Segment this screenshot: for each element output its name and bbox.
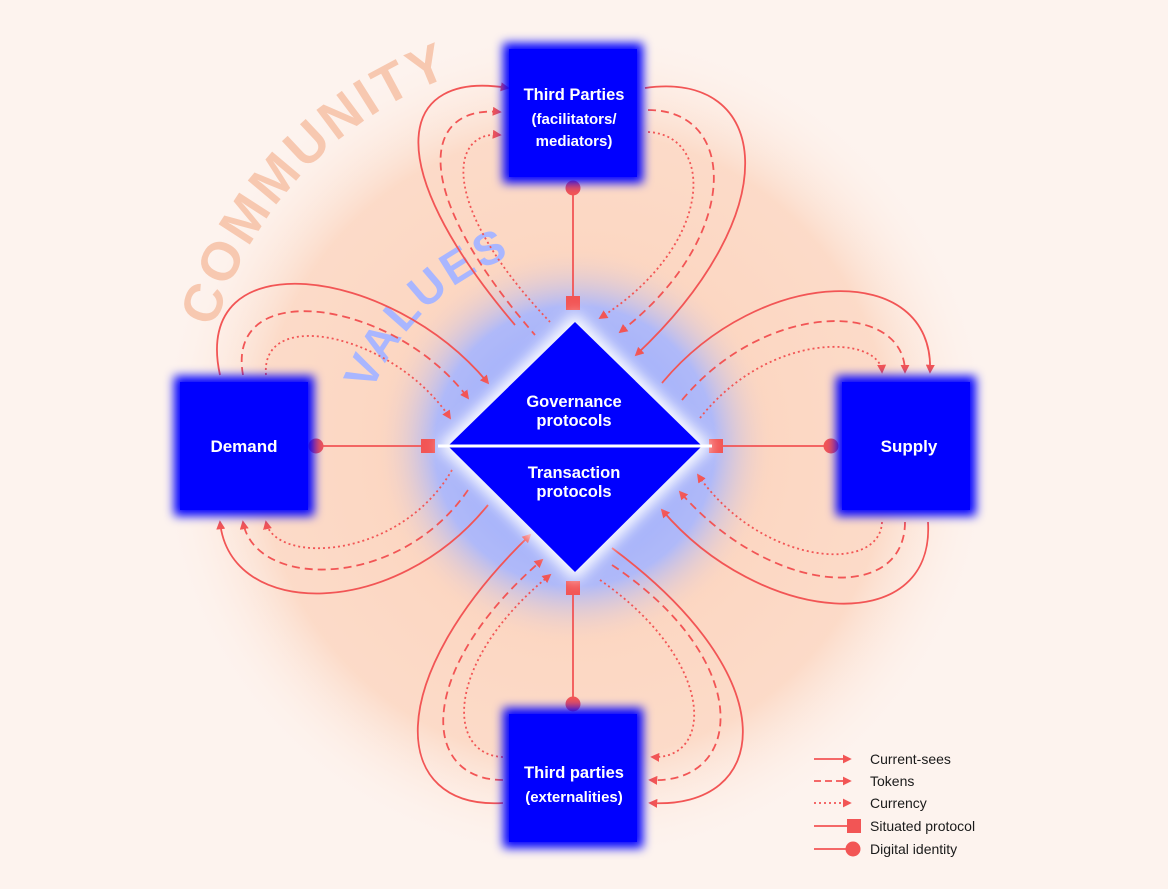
legend-digital-identity: Digital identity xyxy=(814,841,957,857)
flow-tokens-bottom-left xyxy=(442,558,544,781)
node-bottom-line2: (externalities) xyxy=(525,789,623,806)
flow-tokens-top-left xyxy=(439,106,536,336)
flow-tokens-demand xyxy=(240,310,470,400)
node-third-parties-externalities: Third parties (externalities) xyxy=(503,708,643,848)
legend-tokens: Tokens xyxy=(814,773,914,789)
situated-protocol-right xyxy=(709,439,723,453)
flow-currency-top-right xyxy=(598,131,695,319)
flow-current-sees-demand xyxy=(216,282,490,385)
digital-identity-right xyxy=(823,438,839,454)
flow-tokens-demand-return xyxy=(239,489,469,571)
flow-currency-supply-return xyxy=(696,473,883,556)
digital-identity-bottom xyxy=(565,696,581,712)
legend-current-sees-label: Current-sees xyxy=(870,751,951,767)
legend-currency-label: Currency xyxy=(870,795,927,811)
governance-protocols-line2: protocols xyxy=(536,412,611,430)
flow-current-sees-top-left xyxy=(417,82,516,326)
flow-current-sees-demand-return xyxy=(216,504,489,595)
node-supply: Supply xyxy=(836,376,976,516)
flow-tokens-top-right xyxy=(618,109,715,334)
transaction-protocols-line1: Transaction xyxy=(528,464,621,482)
flow-current-sees-bottom-left xyxy=(416,533,532,805)
flow-tokens-bottom-right xyxy=(611,564,722,785)
legend-square-icon xyxy=(847,819,861,833)
governance-protocols-line1: Governance xyxy=(526,393,621,411)
flow-current-sees-bottom-right xyxy=(611,547,744,808)
flow-current-sees-supply xyxy=(661,290,935,384)
situated-protocol-top xyxy=(566,296,580,310)
flow-currency-supply xyxy=(699,345,887,419)
flow-currency-demand-return xyxy=(263,469,453,550)
situated-protocol-left xyxy=(421,439,435,453)
node-demand: Demand xyxy=(174,376,314,516)
legend-tokens-label: Tokens xyxy=(870,773,914,789)
flow-currency-bottom-left xyxy=(463,573,552,758)
connectors xyxy=(316,188,832,703)
flow-currency-top-left xyxy=(462,129,551,323)
digital-identity-top xyxy=(565,180,581,196)
flow-currency-bottom-right xyxy=(599,579,696,762)
transaction-protocols-line2: protocols xyxy=(536,483,611,501)
legend: Current-sees Tokens Currency Situated pr… xyxy=(814,751,975,857)
flow-lines xyxy=(216,82,935,808)
flow-tokens-supply xyxy=(681,320,910,401)
protocol-diamond: Governance protocols Transaction protoco… xyxy=(438,312,712,582)
node-top-line1: Third Parties xyxy=(524,86,625,104)
flow-tokens-supply-return xyxy=(678,490,906,579)
node-supply-label: Supply xyxy=(881,437,938,456)
legend-circle-icon xyxy=(845,841,861,857)
node-third-parties-facilitators: Third Parties (facilitators/ mediators) xyxy=(503,43,643,183)
legend-situated-protocol-label: Situated protocol xyxy=(870,818,975,834)
node-top-line3: mediators) xyxy=(536,133,613,150)
legend-situated-protocol: Situated protocol xyxy=(814,818,975,834)
flow-current-sees-top-right xyxy=(634,85,747,357)
node-demand-label: Demand xyxy=(210,437,277,456)
situated-protocol-bottom xyxy=(566,581,580,595)
node-top-line2: (facilitators/ xyxy=(531,111,617,128)
legend-current-sees: Current-sees xyxy=(814,751,951,767)
node-bottom-line1: Third parties xyxy=(524,764,624,782)
flow-current-sees-supply-return xyxy=(660,508,929,605)
legend-digital-identity-label: Digital identity xyxy=(870,841,957,857)
legend-currency: Currency xyxy=(814,795,927,811)
